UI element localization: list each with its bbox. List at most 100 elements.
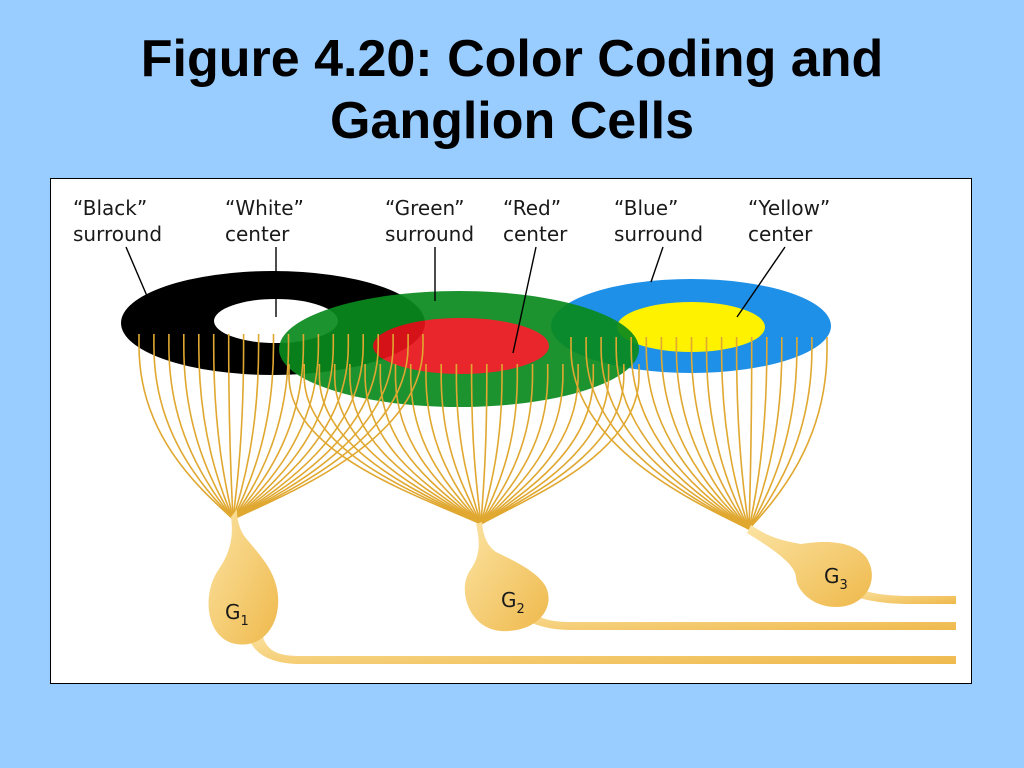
- label-red-center-line1: “Red”: [503, 196, 561, 220]
- label-blue-surround-line1: “Blue”: [614, 196, 678, 220]
- label-blue-surround: “Blue” surround: [614, 196, 703, 246]
- dendrite-fiber: [440, 364, 482, 525]
- dendrite-fiber: [660, 337, 750, 530]
- leader-blue-surround: [650, 246, 664, 283]
- cell-body-g2: [464, 522, 549, 632]
- dendrite-fiber: [480, 364, 503, 525]
- label-green-surround-line2: surround: [385, 222, 474, 246]
- leader-yellow-center: [736, 246, 786, 318]
- label-yellow-center-line2: center: [748, 222, 813, 246]
- dendrite-fiber: [303, 364, 482, 525]
- receptive-field-green-red: [279, 291, 639, 407]
- dendrite-fiber: [333, 364, 482, 525]
- label-white-center-line1: “White”: [225, 196, 304, 220]
- axon-g3: [851, 589, 956, 604]
- dendrite-fiber: [227, 334, 234, 520]
- dendrite-fiber: [232, 334, 335, 520]
- dendrite-fiber: [409, 364, 482, 525]
- svg-text:G2: G2: [501, 588, 525, 617]
- ganglion-diagram: G1 G2 G3 “Black” surround “White”: [73, 196, 956, 664]
- axons: [246, 589, 956, 664]
- label-white-center: “White” center: [225, 196, 310, 246]
- g3-letter: G: [824, 564, 840, 588]
- title-line-1: Figure 4.20: Color Coding and: [140, 30, 884, 88]
- dendrite-fiber: [748, 337, 753, 530]
- dendrite-fiber: [675, 337, 750, 530]
- dendrite-fiber: [425, 364, 482, 525]
- leader-red-center: [512, 246, 537, 354]
- label-blue-surround-line2: surround: [614, 222, 703, 246]
- dendrite-fiber: [153, 334, 234, 520]
- dendrite-fiber: [168, 334, 234, 520]
- dendrite-fiber: [585, 337, 750, 530]
- dendrite-fiber: [645, 337, 750, 530]
- dendrite-fiber: [480, 364, 488, 525]
- dendrite-fiber: [748, 337, 813, 530]
- dendrite-fiber: [748, 337, 783, 530]
- label-black-surround: “Black” surround: [73, 196, 162, 246]
- ganglion-cell-g2: G2: [464, 522, 549, 632]
- dendrite-fiber: [232, 334, 350, 520]
- dendrite-fiber: [394, 364, 482, 525]
- ganglion-cell-g3: G3: [747, 525, 872, 607]
- dendrite-fiber: [232, 334, 305, 520]
- dendrite-fiber: [232, 334, 290, 520]
- dendrite-fiber: [232, 334, 424, 520]
- cell-body-g1: [208, 509, 279, 645]
- label-red-center-line2: center: [503, 222, 568, 246]
- dendrite-fiber: [232, 334, 409, 520]
- dendrite-fiber: [470, 364, 482, 525]
- dendrite-fiber: [600, 337, 750, 530]
- dendrite-fiber: [232, 334, 320, 520]
- svg-text:G1: G1: [225, 600, 249, 629]
- dendrite-fiber: [138, 334, 234, 520]
- red-center-disc: [373, 318, 549, 374]
- dendrite-fiber: [232, 334, 245, 520]
- dendrite-fiber: [615, 337, 750, 530]
- g1-index: 1: [241, 614, 249, 629]
- dendrite-fiber: [364, 364, 482, 525]
- dendrite-fiber: [198, 334, 234, 520]
- g3-index: 3: [840, 578, 848, 593]
- dendrite-fiber: [349, 364, 482, 525]
- field-labels: “Black” surround “White” center “Green” …: [73, 196, 837, 246]
- dendrite-fiber: [379, 364, 482, 525]
- label-yellow-center: “Yellow” center: [748, 196, 837, 246]
- dendrite-fiber: [480, 364, 549, 525]
- dendrite-fiber: [480, 364, 534, 525]
- cell-body-g3: [747, 525, 872, 607]
- label-red-center: “Red” center: [503, 196, 568, 246]
- dendrite-fiber: [480, 364, 595, 525]
- dendrite-fiber: [480, 364, 579, 525]
- g1-letter: G: [225, 600, 241, 624]
- dendrite-fiber: [720, 337, 750, 530]
- yellow-center-disc: [617, 302, 765, 352]
- label-yellow-center-line1: “Yellow”: [748, 196, 830, 220]
- dendrite-fiber: [630, 337, 750, 530]
- dendrite-fiber: [705, 337, 750, 530]
- slide-title: Figure 4.20: Color Coding and Ganglion C…: [0, 28, 1024, 152]
- label-black-surround-line1: “Black”: [73, 196, 147, 220]
- dendrite-fiber: [183, 334, 234, 520]
- dendrite-fiber: [232, 334, 260, 520]
- g2-letter: G: [501, 588, 517, 612]
- dendrite-fiber: [480, 364, 564, 525]
- g2-index: 2: [517, 602, 525, 617]
- dendrite-fiber: [232, 334, 275, 520]
- label-green-surround-line1: “Green”: [385, 196, 464, 220]
- dendrite-fiber: [735, 337, 750, 530]
- dendrite-fiber: [480, 364, 519, 525]
- dendrite-fiber: [232, 334, 364, 520]
- figure-panel: G1 G2 G3 “Black” surround “White”: [50, 178, 972, 684]
- leader-black-surround: [125, 246, 148, 297]
- dendrite-fiber: [212, 334, 234, 520]
- dendrite-fiber: [288, 364, 482, 525]
- dendrite-fiber: [232, 334, 379, 520]
- label-green-surround: “Green” surround: [385, 196, 474, 246]
- axon-g1: [246, 631, 956, 664]
- dendrite-fiber: [318, 364, 482, 525]
- dendrite-fiber: [748, 337, 798, 530]
- ganglion-cell-g1: G1: [208, 509, 279, 645]
- dendrite-fiber: [748, 337, 768, 530]
- title-line-2: Ganglion Cells: [329, 92, 695, 150]
